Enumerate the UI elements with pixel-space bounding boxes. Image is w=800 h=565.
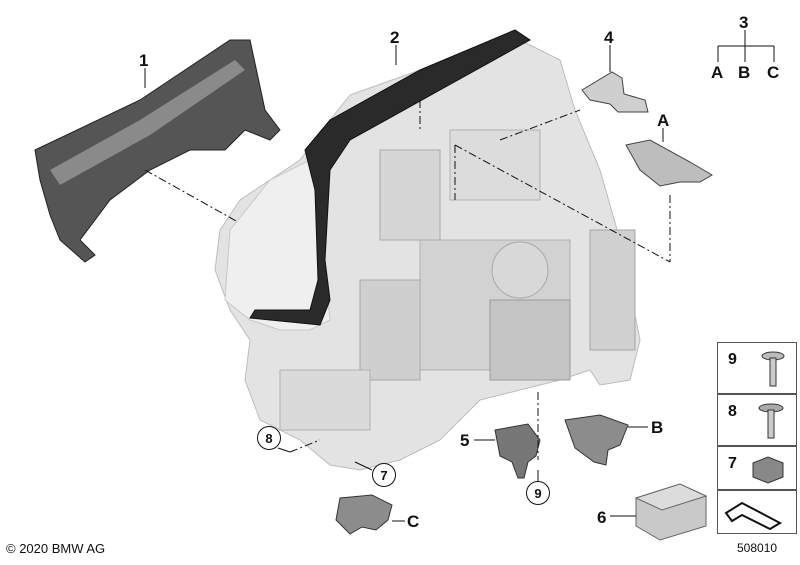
callout-A: A — [711, 63, 724, 82]
callout-circle-7: 7 — [372, 463, 396, 487]
kit-item-9: 9 — [717, 342, 797, 394]
bolt-icon — [758, 403, 784, 439]
callout-C: C — [767, 63, 780, 82]
callout-circle-9: 9 — [526, 481, 550, 505]
callout-3: 3 — [739, 13, 749, 32]
callout-6: 6 — [597, 508, 607, 527]
part-2-gasket — [249, 29, 531, 326]
kit-label-7: 7 — [728, 455, 737, 472]
screw-icon — [761, 351, 785, 387]
callout-B: B — [738, 63, 751, 82]
part-1-bracket — [34, 39, 281, 263]
callout-circle-8: 8 — [257, 426, 281, 450]
kit-label-9: 9 — [728, 351, 737, 368]
callout-A-top: A — [657, 111, 670, 130]
kit-label-8: 8 — [728, 403, 737, 420]
part-A-holder — [625, 139, 713, 187]
part-6-box — [634, 483, 708, 541]
copyright-text: © 2020 BMW AG — [6, 541, 106, 556]
callout-5: 5 — [460, 431, 470, 450]
kit-symbol-box — [717, 490, 797, 534]
callout-C-part: C — [407, 512, 420, 531]
kit-item-8: 8 — [717, 394, 797, 446]
kit-symbol-icon — [724, 501, 783, 531]
clip-nut-icon — [752, 456, 784, 484]
part-5-adjuster — [494, 423, 541, 479]
part-C-holder — [335, 494, 393, 535]
part-B-holder — [564, 414, 629, 466]
callout-B-part: B — [651, 418, 664, 437]
part-4-bracket — [581, 71, 649, 113]
callout-1: 1 — [139, 51, 149, 70]
dash-dot-lines — [144, 100, 671, 460]
leader-lines — [144, 30, 775, 522]
reference-number: 508010 — [737, 541, 778, 555]
callout-4: 4 — [604, 28, 614, 47]
callout-2: 2 — [390, 28, 400, 47]
kit-item-7: 7 — [717, 446, 797, 490]
headlight-assembly — [214, 39, 641, 471]
